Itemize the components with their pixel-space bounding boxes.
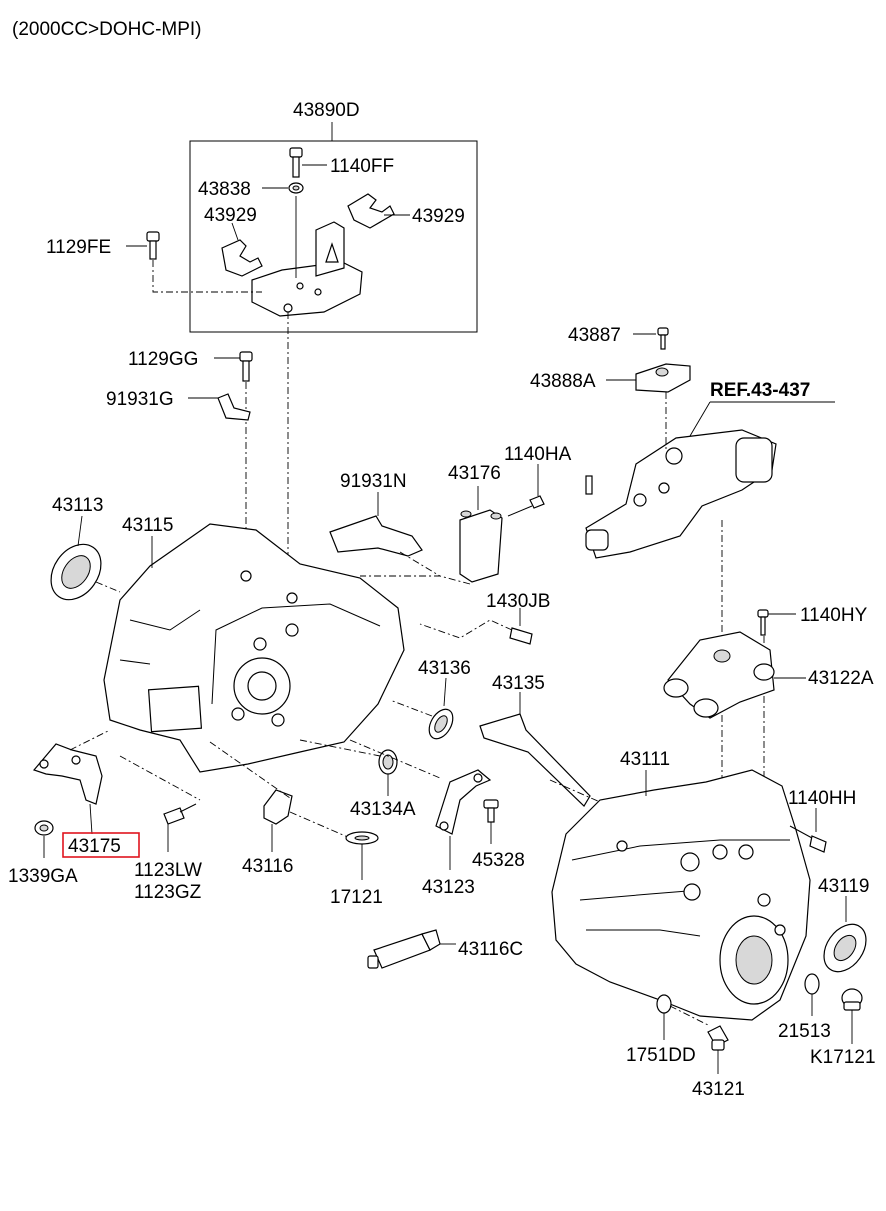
label-43929-left[interactable]: 43929 xyxy=(204,205,257,226)
bracket-91931N xyxy=(329,492,441,577)
clip-43929-right xyxy=(347,193,410,229)
label-43929-right[interactable]: 43929 xyxy=(412,206,465,227)
label-43134A[interactable]: 43134A xyxy=(350,799,416,820)
highlight-box-43175 xyxy=(62,832,140,858)
retainer-43123 xyxy=(349,739,492,870)
label-1140HA[interactable]: 1140HA xyxy=(504,444,572,465)
pin-1430JB xyxy=(419,608,533,645)
label-17121[interactable]: 17121 xyxy=(330,887,383,908)
label-1751DD[interactable]: 1751DD xyxy=(626,1045,696,1066)
label-1140FF[interactable]: 1140FF xyxy=(330,156,394,177)
bolt-43887 xyxy=(633,327,669,350)
seal-43136 xyxy=(389,677,454,740)
clip-43929-left xyxy=(221,222,263,277)
label-43838[interactable]: 43838 xyxy=(198,179,251,200)
engine-spec-header: (2000CC>DOHC-MPI) xyxy=(12,19,202,40)
drain-plug-43121 xyxy=(707,1025,729,1074)
label-43115[interactable]: 43115 xyxy=(122,515,173,536)
transmission-case-43111 xyxy=(551,769,811,1021)
bracket-43176 xyxy=(360,486,503,585)
label-43113[interactable]: 43113 xyxy=(52,495,103,516)
label-43175[interactable]: 43175 xyxy=(68,836,121,857)
label-43176[interactable]: 43176 xyxy=(448,463,501,484)
bolt-1140HH xyxy=(789,808,827,853)
bracket-43175 xyxy=(32,729,111,835)
label-43111[interactable]: 43111 xyxy=(620,749,670,770)
label-21513[interactable]: 21513 xyxy=(778,1021,831,1042)
label-43116C[interactable]: 43116C xyxy=(458,939,523,960)
label-1129FE[interactable]: 1129FE xyxy=(46,237,111,258)
bracket-43888A xyxy=(606,363,691,393)
seal-43134A xyxy=(299,739,398,796)
washer-17121 xyxy=(345,831,379,880)
bolt-45328 xyxy=(483,799,499,844)
label-43890D[interactable]: 43890D xyxy=(293,100,360,121)
bolt-1129FE xyxy=(126,231,262,293)
label-91931G[interactable]: 91931G xyxy=(106,389,174,410)
label-1140HY[interactable]: 1140HY xyxy=(800,605,868,626)
guide-43135 xyxy=(479,692,601,807)
label-43135[interactable]: 43135 xyxy=(492,673,545,694)
seal-43119 xyxy=(823,896,867,973)
label-1339GA[interactable]: 1339GA xyxy=(8,866,78,887)
bolt-1140HA xyxy=(507,464,545,517)
ring-21513 xyxy=(804,973,820,1016)
label-1430JB[interactable]: 1430JB xyxy=(486,591,550,612)
shift-bracket-plate xyxy=(251,196,363,317)
sealant-tube-43116C xyxy=(367,929,456,969)
bolt-1140FF xyxy=(289,147,327,178)
label-43119[interactable]: 43119 xyxy=(818,876,869,897)
label-45328[interactable]: 45328 xyxy=(472,850,525,871)
label-1140HH[interactable]: 1140HH xyxy=(788,788,856,809)
gasket-1751DD xyxy=(656,994,711,1040)
plug-K17121 xyxy=(841,988,863,1044)
label-1129GG[interactable]: 1129GG xyxy=(128,349,198,370)
nut-43838 xyxy=(262,182,304,194)
shift-control-housing xyxy=(585,392,777,830)
mount-43122A xyxy=(663,631,806,719)
label-K17121[interactable]: K17121 xyxy=(810,1047,876,1068)
label-91931N[interactable]: 91931N xyxy=(340,471,407,492)
ref-label[interactable]: REF.43-437 xyxy=(710,380,810,401)
bracket-91931G xyxy=(188,393,251,421)
label-43116[interactable]: 43116 xyxy=(242,856,293,877)
label-1123LW[interactable]: 1123LW xyxy=(134,860,202,881)
nut-1339GA xyxy=(34,820,54,858)
label-43887[interactable]: 43887 xyxy=(568,325,621,346)
bolt-1123LW xyxy=(119,755,201,852)
label-43121[interactable]: 43121 xyxy=(692,1079,745,1100)
plate-43116 xyxy=(209,741,351,852)
clutch-housing-43115 xyxy=(103,523,405,773)
label-43122A[interactable]: 43122A xyxy=(808,668,874,689)
seal-43113 xyxy=(50,515,121,601)
bracket-assembly-box xyxy=(189,122,478,333)
label-1123GZ[interactable]: 1123GZ xyxy=(134,882,202,903)
label-43888A[interactable]: 43888A xyxy=(530,371,596,392)
label-43136[interactable]: 43136 xyxy=(418,658,471,679)
label-43123[interactable]: 43123 xyxy=(422,877,475,898)
